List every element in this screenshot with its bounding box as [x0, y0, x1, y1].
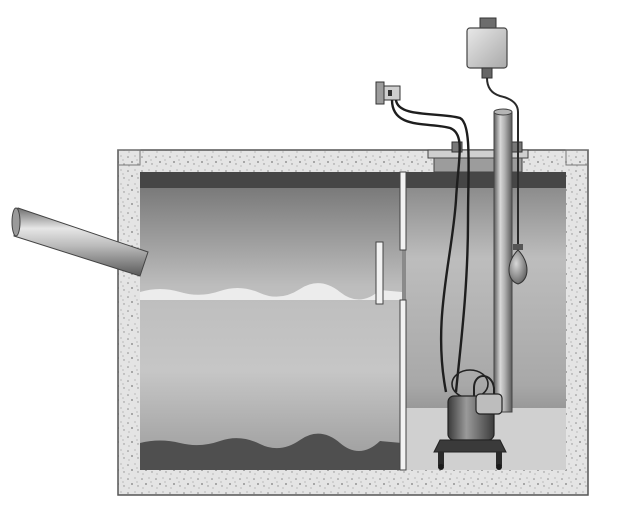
- scum-layer: [140, 283, 402, 300]
- tank-top-band: [140, 172, 566, 188]
- pump-discharge-elbow: [475, 393, 503, 415]
- pump-power-cord: [390, 99, 470, 393]
- submersible-pump: [433, 369, 507, 470]
- sludge-layer: [140, 433, 402, 470]
- inlet-baffle: [375, 241, 384, 305]
- left-compartment: [140, 188, 402, 470]
- cord-grommet: [451, 141, 463, 153]
- inlet-pipe: [11, 207, 149, 277]
- control-box: [466, 17, 508, 79]
- float-cord: [486, 77, 519, 246]
- baffle-wall: [399, 171, 407, 471]
- tank-lid: [427, 141, 529, 173]
- float-switch: [508, 244, 528, 285]
- discharge-pipe: [493, 108, 513, 413]
- outlet-box: [375, 81, 401, 105]
